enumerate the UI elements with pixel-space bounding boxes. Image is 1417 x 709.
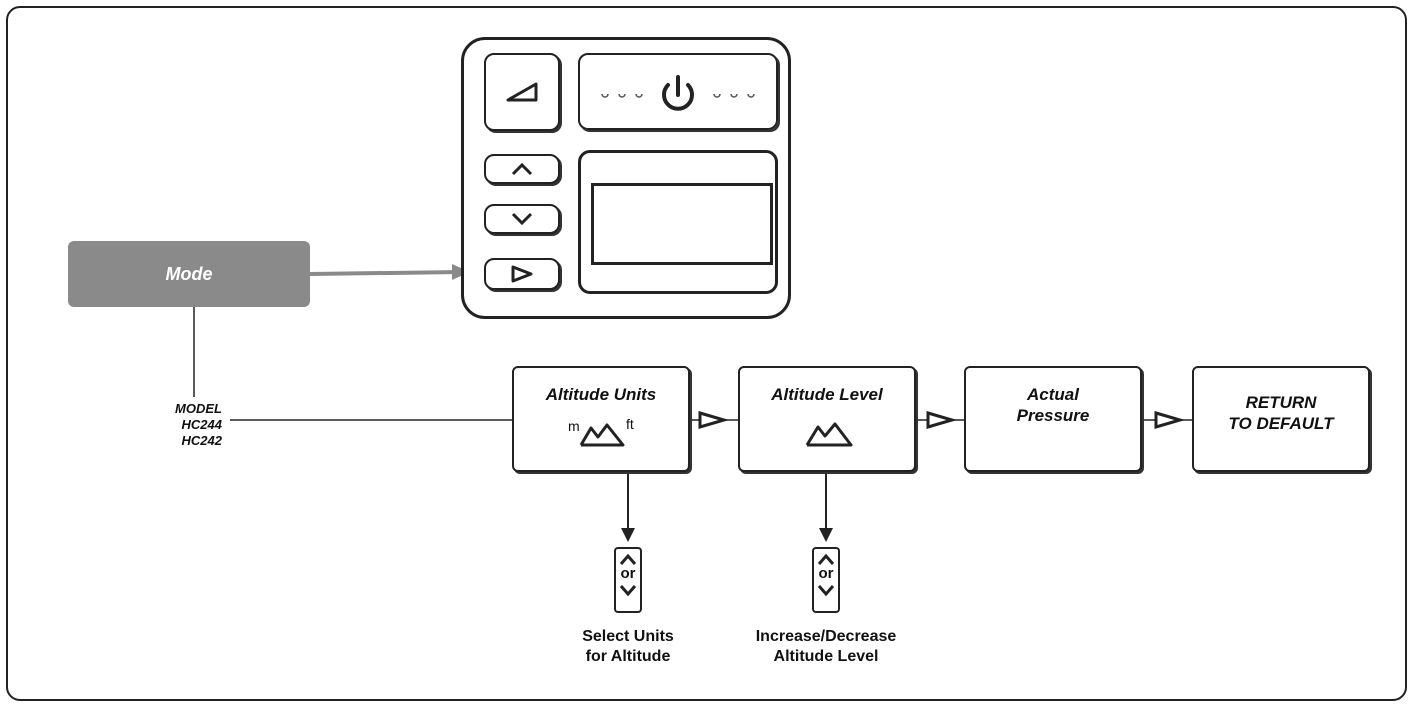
step-altitude-level: Altitude Level — [738, 366, 916, 472]
caption-altitude-level: Increase/Decrease Altitude Level — [755, 628, 897, 665]
updown-key-units: or — [614, 547, 642, 613]
mountain-units-icon — [579, 423, 625, 447]
step-title: RETURN TO DEFAULT — [1228, 393, 1334, 433]
mode-label-box: Mode — [68, 241, 310, 307]
step-actual-pressure: Actual Pressure — [964, 366, 1142, 472]
model-label: MODEL HC244 HC242 — [150, 401, 222, 449]
up-arrow-icon — [619, 553, 637, 565]
down-arrow-icon — [817, 585, 835, 597]
ramp-button[interactable] — [484, 53, 560, 131]
up-arrow-icon — [817, 553, 835, 565]
step-connector-3 — [1142, 411, 1192, 429]
updown-key-level: or — [812, 547, 840, 613]
mode-label: Mode — [165, 263, 213, 284]
model-line-2: HC244 — [181, 417, 222, 432]
control-panel — [461, 37, 791, 319]
right-arrow-icon — [511, 265, 533, 283]
caption-select-units: Select Units for Altitude — [582, 628, 674, 665]
down-arrow-level — [819, 472, 833, 542]
step-title: Altitude Units — [545, 385, 657, 404]
power-icon — [601, 75, 755, 111]
or-label: or — [620, 565, 636, 582]
down-arrow-icon — [619, 585, 637, 597]
down-arrow-units — [621, 472, 635, 542]
model-line-1: MODEL — [175, 401, 222, 416]
power-status-panel[interactable] — [578, 53, 778, 130]
step-altitude-units: Altitude Units m ft — [512, 366, 690, 472]
diagram-frame — [6, 6, 1407, 701]
ramp-icon — [506, 82, 538, 102]
up-arrow-icon — [511, 162, 533, 176]
step-title: Altitude Level — [771, 385, 883, 404]
display-window — [591, 183, 773, 265]
step-title: Actual Pressure — [1016, 385, 1090, 425]
or-label: or — [818, 565, 834, 582]
display-screen — [578, 150, 778, 294]
unit-ft: ft — [626, 416, 634, 432]
mountain-icon — [805, 422, 853, 447]
step-return-to-default: RETURN TO DEFAULT — [1192, 366, 1370, 472]
down-button[interactable] — [484, 204, 560, 234]
step-connector-2 — [916, 411, 964, 429]
step-connector-1 — [690, 411, 738, 429]
down-arrow-icon — [511, 212, 533, 226]
mode-button[interactable] — [484, 258, 560, 290]
mode-arrow-line — [309, 270, 463, 276]
up-button[interactable] — [484, 154, 560, 184]
model-line-3: HC242 — [181, 433, 222, 448]
unit-m: m — [568, 418, 580, 434]
